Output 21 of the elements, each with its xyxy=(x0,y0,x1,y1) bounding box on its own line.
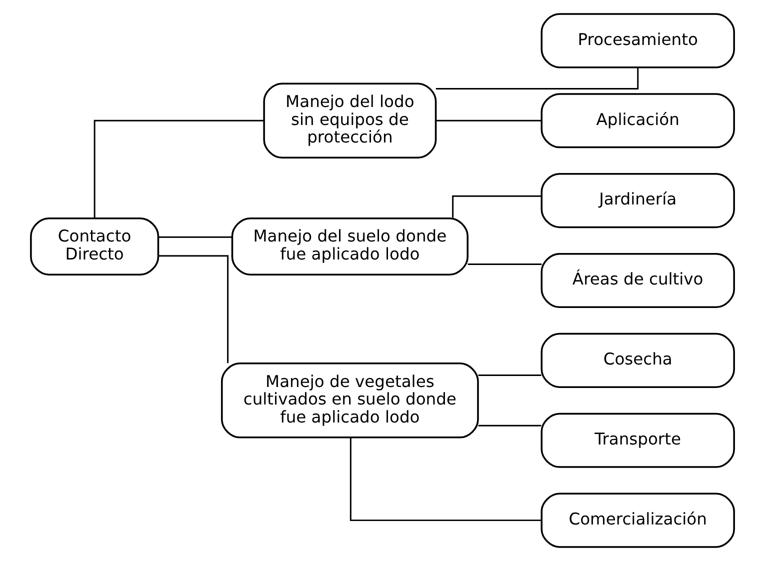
node-box: Manejo del suelo donde fue aplicado lodo xyxy=(230,217,468,276)
connector xyxy=(478,374,541,376)
node-box: Áreas de cultivo xyxy=(540,252,734,308)
node-box: Cosecha xyxy=(540,332,734,388)
connector xyxy=(158,236,232,238)
connector xyxy=(435,120,541,122)
node-box: Manejo de vegetales cultivados en suelo donde fue aplicado lodo xyxy=(220,362,478,438)
node-box: Comercialización xyxy=(540,492,734,548)
node-box: Procesamiento xyxy=(540,13,734,68)
node-box: Jardinería xyxy=(540,173,734,228)
connector xyxy=(467,263,542,265)
connector xyxy=(93,120,263,218)
connector xyxy=(478,424,541,426)
node-box: Aplicación xyxy=(540,93,734,148)
connector xyxy=(349,438,541,522)
node-box: Contacto Directo xyxy=(30,217,159,276)
node-box: Transporte xyxy=(540,412,734,468)
node-box: Manejo del lodo sin equipos de protección xyxy=(262,82,436,159)
connector xyxy=(435,68,638,90)
connector xyxy=(452,195,542,218)
connector xyxy=(158,255,228,364)
